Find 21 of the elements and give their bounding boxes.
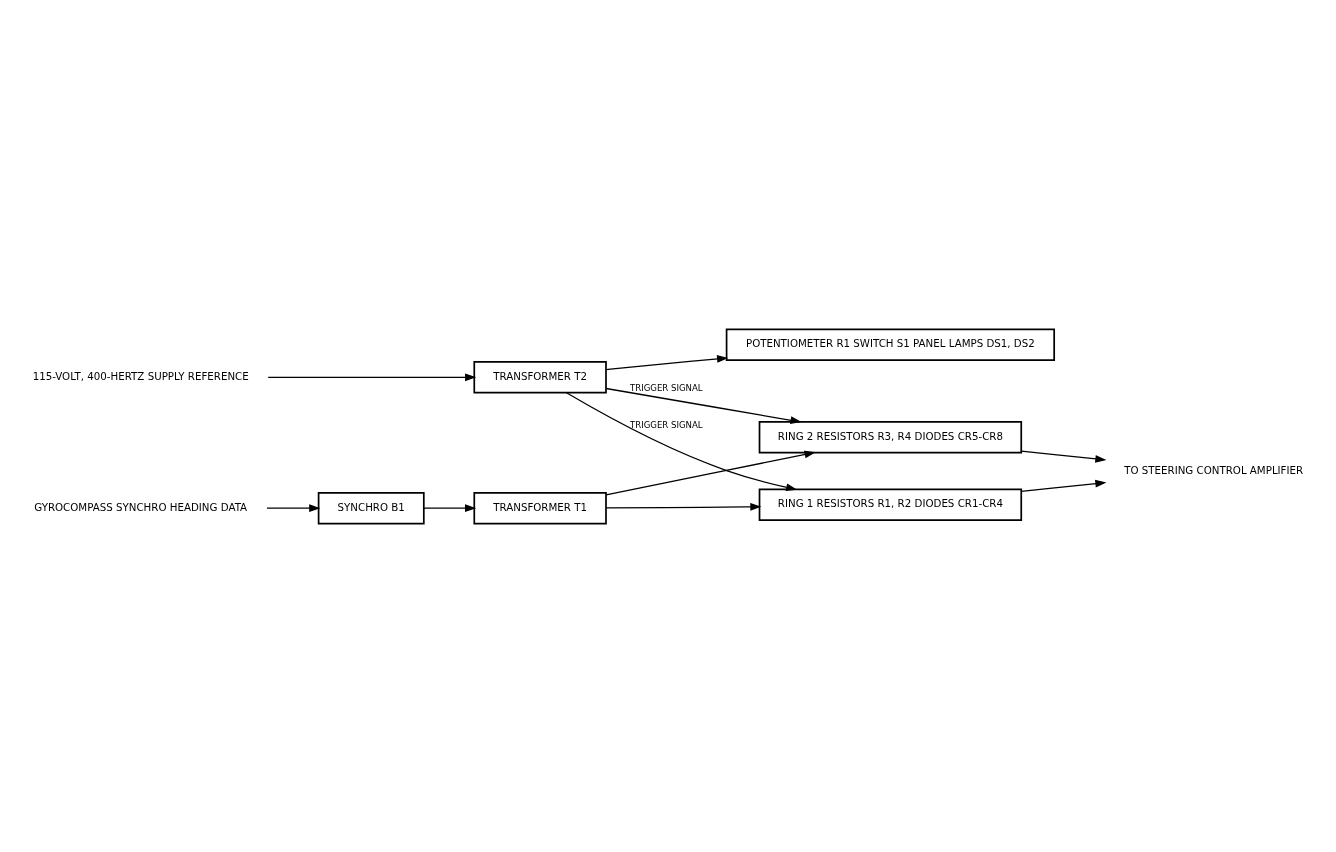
arrow: [605, 502, 762, 511]
arrow: [423, 503, 477, 512]
node-text: TO STEERING CONTROL AMPLIFIER: [1124, 463, 1304, 476]
arrow: [605, 387, 802, 424]
node-box: TRANSFORMER T2: [473, 360, 607, 394]
arrow: [565, 391, 798, 491]
arrow: [267, 372, 477, 381]
arrow: [605, 450, 816, 496]
arrow: [605, 354, 729, 370]
node-box: RING 2 RESISTORS R3, R4 DIODES CR5-CR8: [758, 420, 1023, 453]
node-box: POTENTIOMETER R1 SWITCH S1 PANEL LAMPS DS1, DS2: [725, 328, 1056, 361]
node-box: SYNCHRO B1: [317, 491, 425, 524]
arrow: [266, 503, 321, 512]
node-text: GYROCOMPASS SYNCHRO HEADING DATA: [34, 500, 248, 513]
arrow: [1020, 479, 1107, 492]
node-box: RING 1 RESISTORS R1, R2 DIODES CR1-CR4: [758, 488, 1023, 521]
node-text: 115-VOLT, 400-HERTZ SUPPLY REFERENCE: [32, 369, 249, 382]
arrow: [1020, 449, 1107, 463]
node-box: TRANSFORMER T1: [473, 491, 607, 524]
edge-label: TRIGGER SIGNAL: [630, 419, 703, 430]
edge-label: TRIGGER SIGNAL: [630, 382, 703, 393]
